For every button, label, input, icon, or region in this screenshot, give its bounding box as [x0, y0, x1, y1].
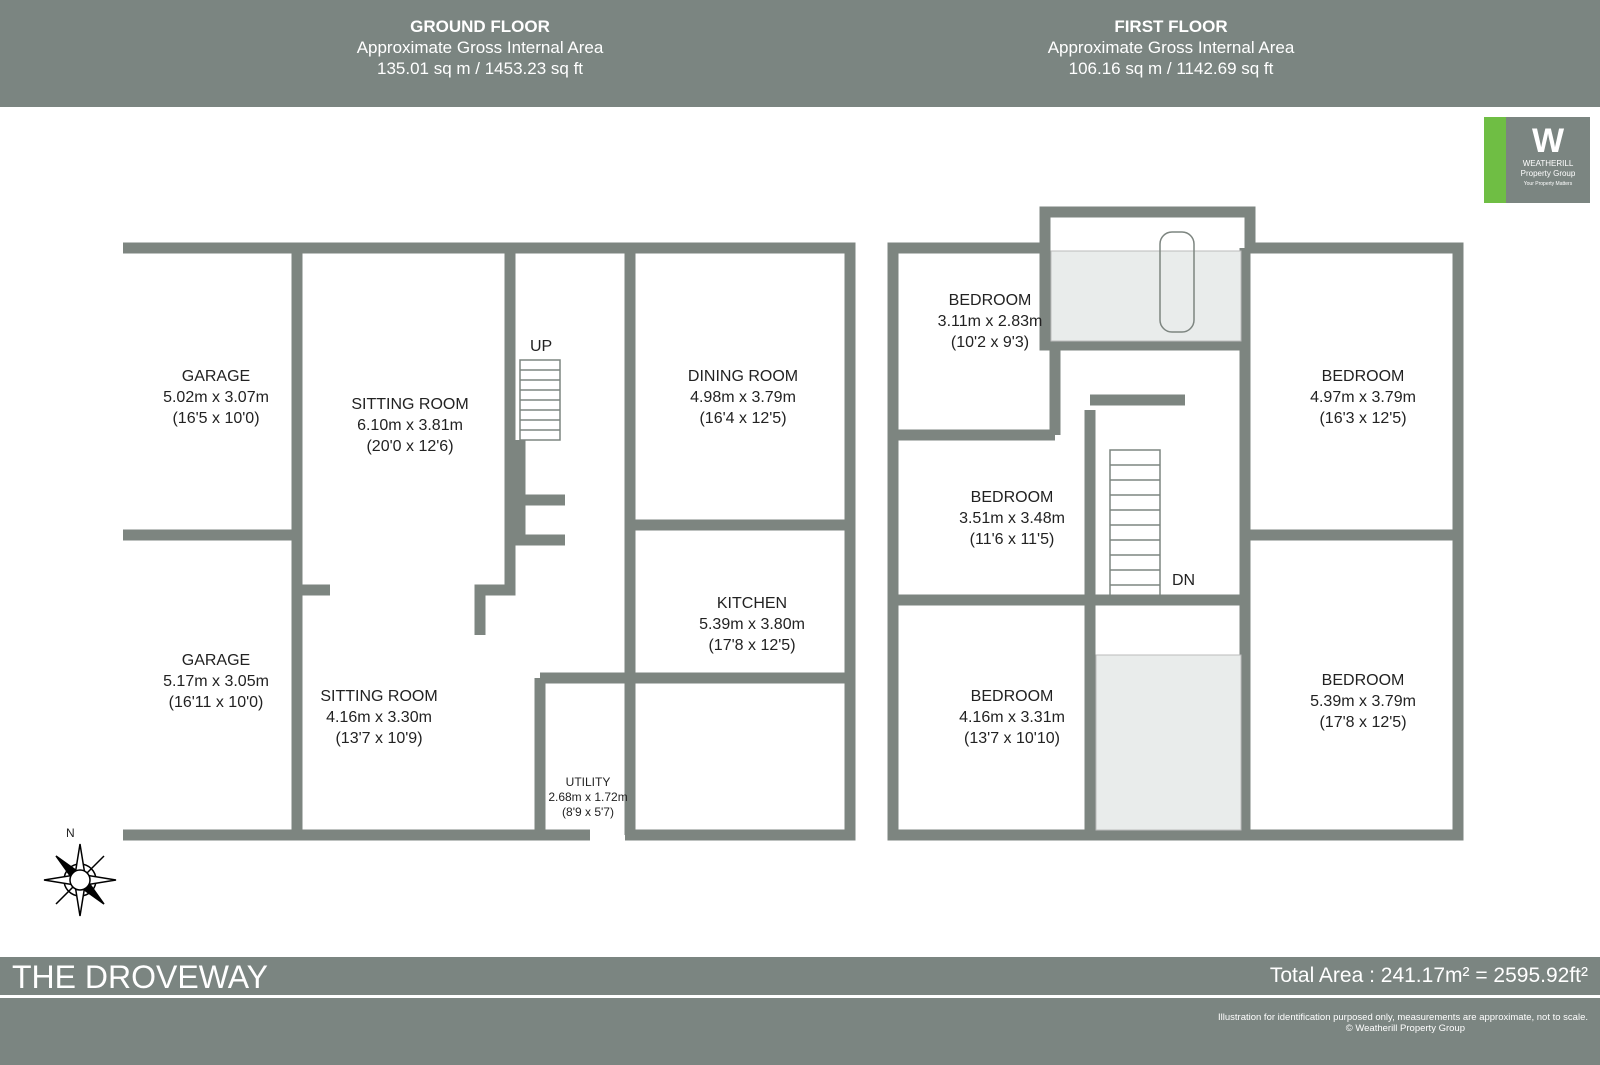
ground-floor-area: 135.01 sq m / 1453.23 sq ft [376, 59, 584, 78]
ensuite-tiles [1095, 654, 1242, 831]
ground-outer-wall [123, 242, 856, 841]
first-floor-title: FIRST FLOOR [1114, 17, 1228, 36]
stairs-down-label: DN [1172, 572, 1196, 589]
first-floor-subtitle: Approximate Gross Internal Area [1047, 38, 1295, 57]
first-inner-walls [893, 248, 1458, 835]
compass-north-label: N [66, 826, 75, 840]
logo-tagline: Your Property Matters [1523, 181, 1573, 187]
footer-band: THE DROVEWAY Total Area : 241.17m² = 259… [0, 957, 1600, 998]
logo-name: WEATHERILL [1522, 159, 1574, 168]
sitting-room-walls [297, 248, 516, 635]
bathroom-tiles [1050, 250, 1242, 342]
ground-floor-subtitle: Approximate Gross Internal Area [356, 38, 604, 57]
garage-walls [123, 248, 303, 835]
header-band: GROUND FLOOR Approximate Gross Internal … [0, 0, 1600, 107]
stairs-down [1109, 449, 1161, 601]
weatherill-logo: W WEATHERILL Property Group Your Propert… [1484, 117, 1590, 203]
disclaimer-text: Illustration for identification purposed… [1218, 1012, 1588, 1023]
logo-mark: W [1531, 122, 1565, 160]
copyright-text: © Weatherill Property Group [1345, 1023, 1465, 1034]
first-floor-area: 106.16 sq m / 1142.69 sq ft [1068, 59, 1274, 78]
compass-icon [43, 843, 117, 917]
stairs-up [519, 359, 561, 441]
hall-walls [514, 440, 630, 835]
ground-floor-heading: GROUND FLOOR Approximate Gross Internal … [270, 16, 690, 79]
disclaimer-band: Illustration for identification purposed… [0, 998, 1600, 1065]
total-area: Total Area : 241.17m² = 2595.92ft² [1269, 964, 1588, 987]
property-title: THE DROVEWAY [12, 959, 269, 995]
ground-floor-title: GROUND FLOOR [410, 17, 550, 36]
dining-walls [624, 248, 850, 835]
stairs-up-label: UP [530, 338, 553, 355]
first-floor-heading: FIRST FLOOR Approximate Gross Internal A… [961, 16, 1381, 79]
logo-sub: Property Group [1520, 169, 1576, 178]
bath [1159, 231, 1195, 333]
